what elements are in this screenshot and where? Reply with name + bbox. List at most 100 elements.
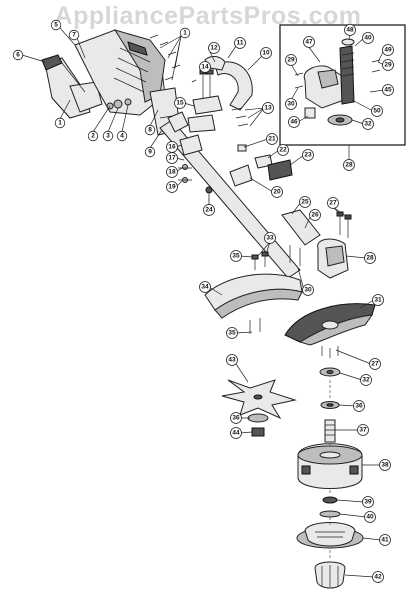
callout-number: 5	[54, 22, 58, 29]
callout-4: 4	[116, 130, 128, 142]
callout-number: 28	[345, 162, 353, 169]
callout-circle	[102, 130, 114, 142]
callout-27: 27	[327, 197, 339, 209]
callout-number: 6	[16, 52, 20, 59]
callout-number: 30	[304, 287, 312, 294]
callout-33: 33	[264, 232, 276, 244]
callout-circle	[364, 252, 376, 264]
callout-circle	[372, 571, 384, 583]
callout-number: 40	[366, 514, 374, 521]
guard-shield	[204, 251, 303, 334]
callout-number: 18	[168, 169, 176, 176]
callout-circle	[226, 327, 238, 339]
callout-number: 26	[311, 212, 319, 219]
callout-number: 37	[359, 427, 367, 434]
callout-circle	[302, 149, 314, 161]
callout-45: 45	[382, 84, 394, 96]
callout-circle	[199, 61, 211, 73]
callout-47: 47	[303, 36, 315, 48]
callout-number: 24	[205, 207, 213, 214]
callout-circle	[382, 59, 394, 71]
callout-number: 3	[106, 133, 110, 140]
callout-number: 35	[228, 330, 236, 337]
callout-circle	[372, 294, 384, 306]
callout-circle	[362, 32, 374, 44]
callout-circle	[203, 204, 215, 216]
callout-19: 19	[166, 181, 178, 193]
callout-number: 31	[374, 297, 382, 304]
callout-number: 34	[201, 284, 209, 291]
callout-number: 29	[287, 57, 295, 64]
callout-number: 35	[232, 253, 240, 260]
callout-42: 42	[372, 571, 384, 583]
callout-circle	[285, 98, 297, 110]
callout-circle	[343, 159, 355, 171]
callout-46: 46	[288, 116, 300, 128]
star-blade-washer	[247, 413, 269, 423]
callout-number: 44	[232, 430, 240, 437]
loop-handle	[187, 56, 253, 133]
callout-circle	[234, 37, 246, 49]
callout-number: 32	[362, 377, 370, 384]
callout-number: 45	[384, 87, 392, 94]
callout-49: 49	[382, 44, 394, 56]
callout-number: 38	[381, 462, 389, 469]
callout-circle	[174, 97, 186, 109]
callout-50: 50	[371, 105, 383, 117]
callout-circle	[369, 358, 381, 370]
callout-number: 36	[232, 415, 240, 422]
callout-circle	[50, 19, 62, 31]
callout-29: 29	[382, 59, 394, 71]
callout-circle	[116, 130, 128, 142]
callout-5: 5	[50, 19, 62, 31]
callout-29: 29	[285, 54, 297, 66]
callout-circle	[353, 400, 365, 412]
callout-14: 14	[199, 61, 211, 73]
callout-circle	[277, 144, 289, 156]
callout-27: 27	[369, 358, 381, 370]
callout-28: 28	[343, 159, 355, 171]
callout-circle	[264, 232, 276, 244]
star-blade-nut	[251, 427, 265, 437]
callout-48: 48	[344, 24, 356, 36]
callout-1: 1	[179, 27, 191, 39]
callout-number: 33	[266, 235, 274, 242]
callout-number: 13	[264, 105, 272, 112]
callout-circle	[382, 44, 394, 56]
callout-circle	[230, 250, 242, 262]
callout-number: 8	[148, 127, 152, 134]
callout-circle	[309, 209, 321, 221]
callout-circle	[271, 186, 283, 198]
callout-35: 35	[230, 250, 242, 262]
callout-circle	[12, 49, 24, 61]
callout-24: 24	[203, 204, 215, 216]
callout-circle	[260, 47, 272, 59]
callout-22: 22	[277, 144, 289, 156]
callout-32: 32	[360, 374, 372, 386]
callout-circle	[360, 374, 372, 386]
callout-number: 1	[58, 120, 62, 127]
callout-number: 15	[176, 100, 184, 107]
callout-35: 35	[226, 327, 238, 339]
callout-number: 49	[384, 47, 392, 54]
callout-36: 36	[230, 412, 242, 424]
callout-circle	[166, 166, 178, 178]
callout-number: 40	[364, 35, 372, 42]
callout-16: 16	[166, 141, 178, 153]
callout-circle	[87, 130, 99, 142]
callout-circle	[68, 29, 80, 41]
callout-number: 36	[355, 403, 363, 410]
callout-20: 20	[271, 186, 283, 198]
callout-number: 47	[305, 39, 313, 46]
callout-circle	[288, 116, 300, 128]
callout-28: 28	[364, 252, 376, 264]
callout-number: 30	[287, 101, 295, 108]
callout-36: 36	[353, 400, 365, 412]
callout-circle	[199, 281, 211, 293]
callout-circle	[362, 496, 374, 508]
callout-9: 9	[144, 146, 156, 158]
callout-32: 32	[362, 118, 374, 130]
callout-number: 17	[168, 155, 176, 162]
